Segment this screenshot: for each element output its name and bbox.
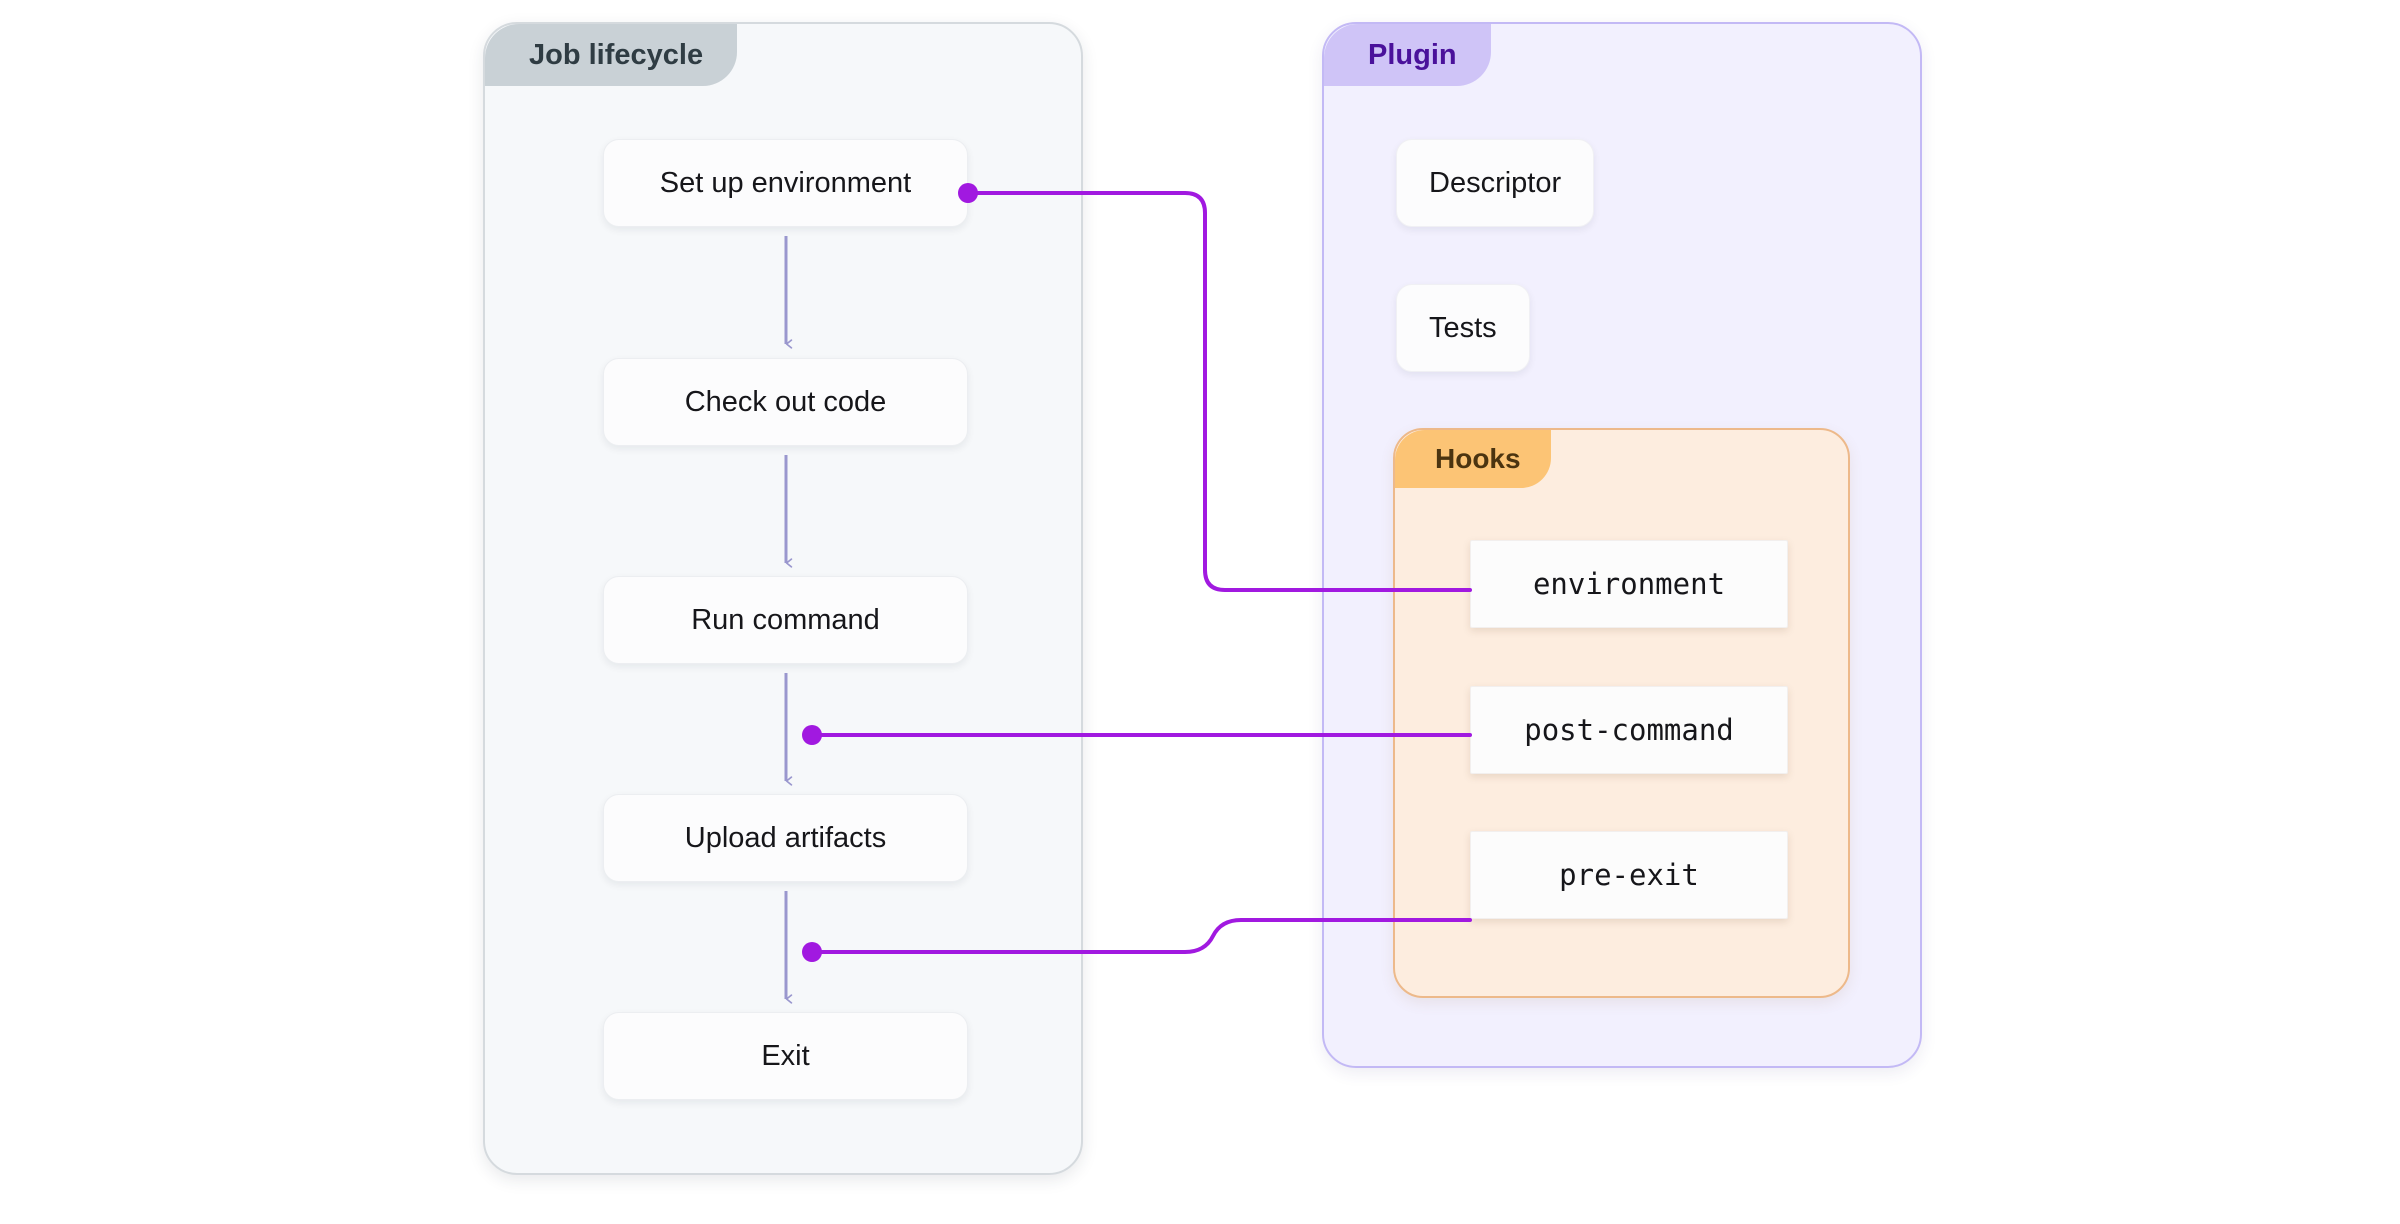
hook-post-command[interactable]: post-command xyxy=(1470,686,1788,774)
plugin-item-label: Tests xyxy=(1429,311,1497,344)
job-lifecycle-panel-tab: Job lifecycle xyxy=(485,24,738,86)
hook-pre-exit[interactable]: pre-exit xyxy=(1470,831,1788,919)
plugin-item-label: Descriptor xyxy=(1429,166,1562,199)
plugin-panel-tab: Plugin xyxy=(1324,24,1491,86)
lifecycle-step-label: Set up environment xyxy=(659,166,912,199)
lifecycle-step-run-command[interactable]: Run command xyxy=(603,576,968,664)
lifecycle-step-label: Upload artifacts xyxy=(684,821,887,854)
lifecycle-step-label: Exit xyxy=(761,1039,810,1072)
plugin-item-tests[interactable]: Tests xyxy=(1396,284,1530,372)
lifecycle-step-label: Run command xyxy=(691,603,880,636)
lifecycle-step-set-up-environment[interactable]: Set up environment xyxy=(603,139,968,227)
hooks-panel-tab: Hooks xyxy=(1395,430,1551,488)
hook-label: environment xyxy=(1532,567,1726,601)
lifecycle-step-label: Check out code xyxy=(684,385,887,418)
plugin-item-descriptor[interactable]: Descriptor xyxy=(1396,139,1595,227)
lifecycle-step-check-out-code[interactable]: Check out code xyxy=(603,358,968,446)
hook-label: post-command xyxy=(1524,713,1734,747)
hook-environment[interactable]: environment xyxy=(1470,540,1788,628)
lifecycle-step-upload-artifacts[interactable]: Upload artifacts xyxy=(603,794,968,882)
hook-label: pre-exit xyxy=(1559,858,1699,892)
lifecycle-step-exit[interactable]: Exit xyxy=(603,1012,968,1100)
